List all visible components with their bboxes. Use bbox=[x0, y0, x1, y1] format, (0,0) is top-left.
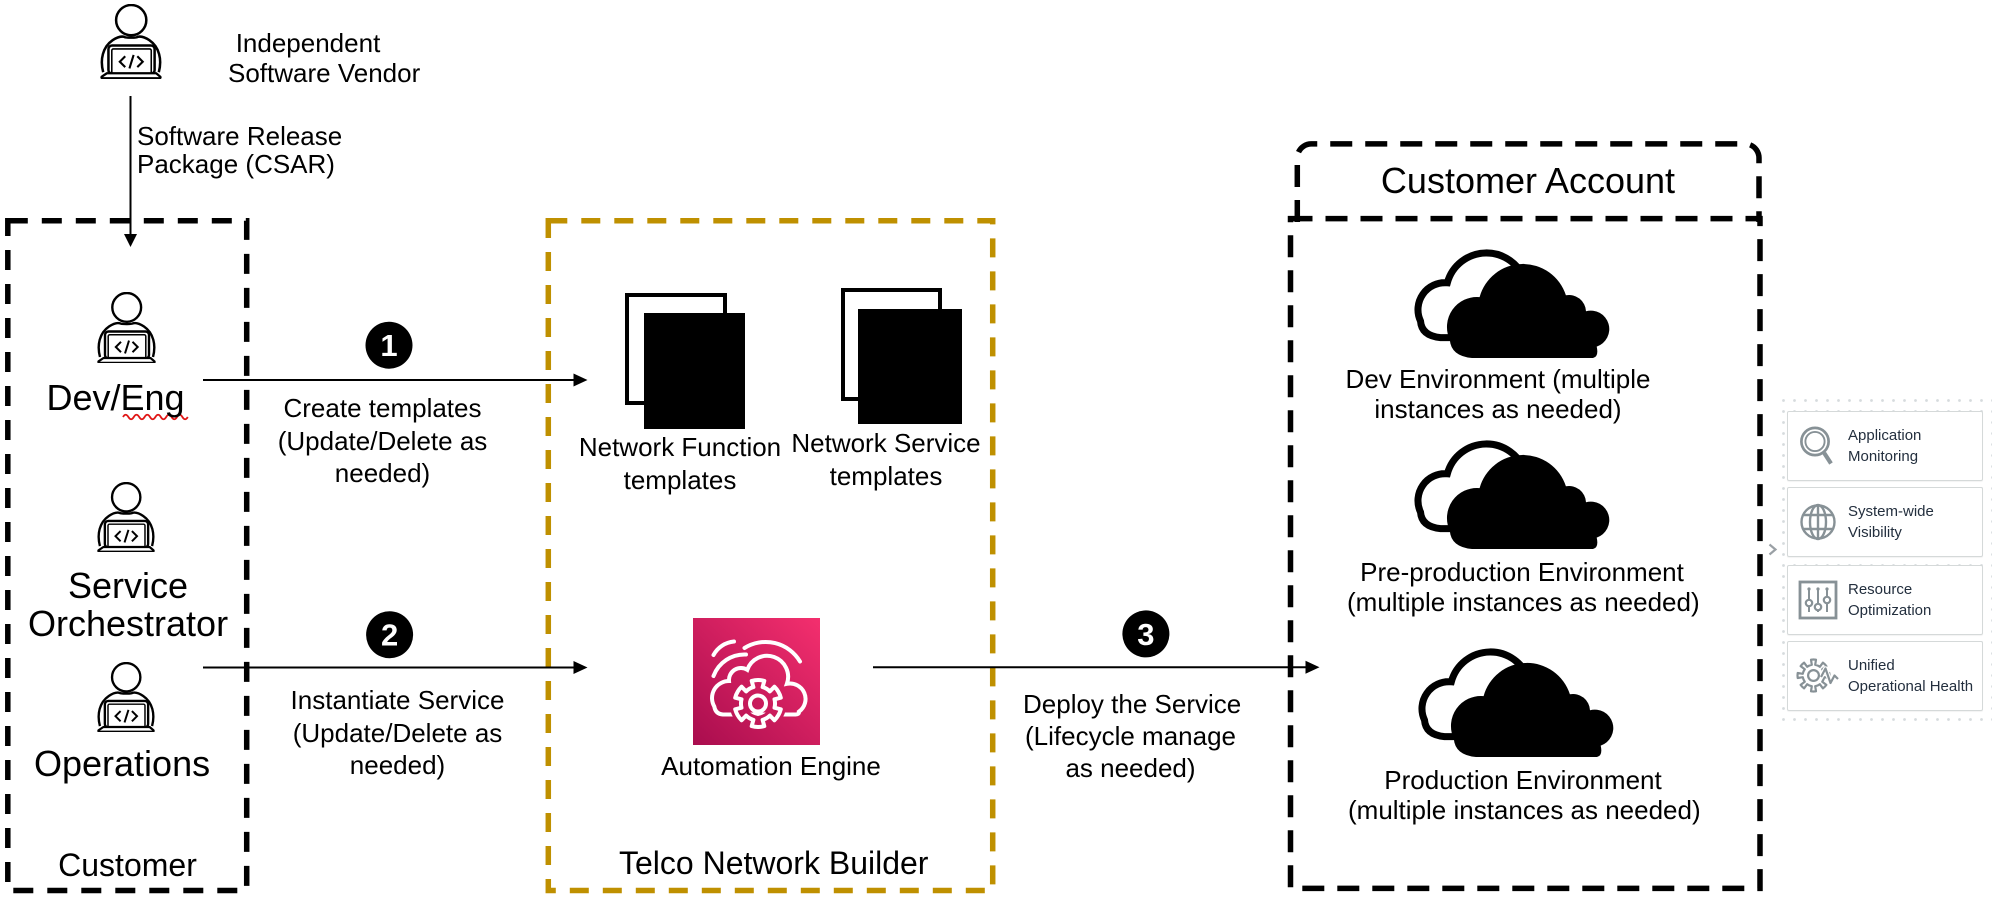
svg-text:1: 1 bbox=[380, 328, 397, 363]
svg-text:3: 3 bbox=[1137, 617, 1154, 652]
svg-text:2: 2 bbox=[381, 618, 398, 653]
